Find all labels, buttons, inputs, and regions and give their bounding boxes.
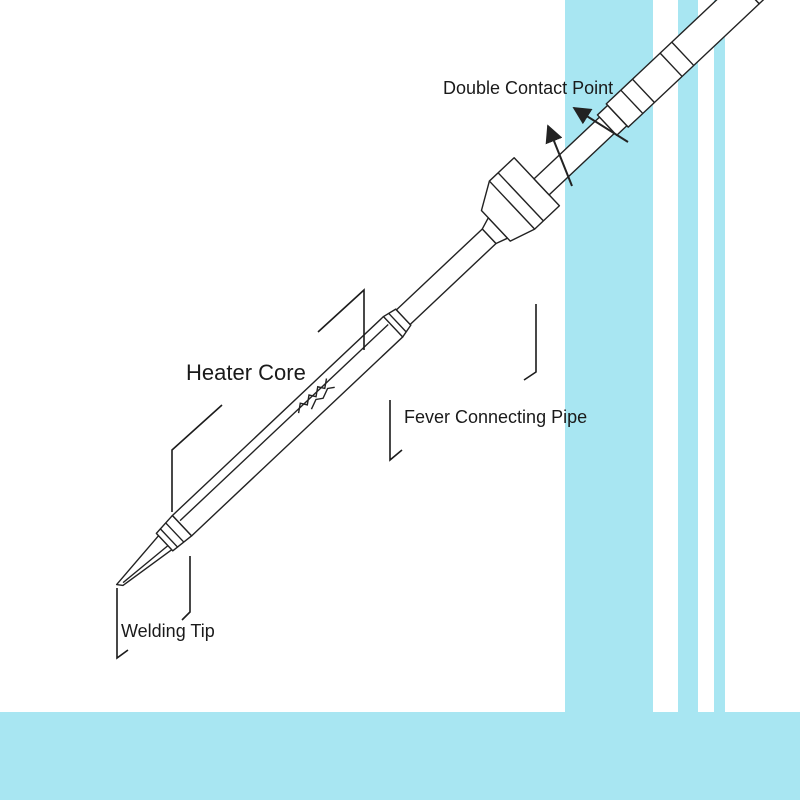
heater-core-highlight: [179, 323, 389, 522]
contact-point-arrows: [545, 107, 629, 187]
label-heater-core: Heater Core: [186, 360, 306, 385]
welding-tip-bracket-right: [181, 556, 191, 621]
logo-mark: [297, 378, 335, 414]
heater-core-bracket-top: [317, 288, 365, 350]
soldering-tip: [115, 0, 769, 587]
contact-ring-1: [620, 89, 644, 114]
label-welding-tip: Welding Tip: [121, 621, 215, 641]
arrow-to-contact-1: [545, 124, 573, 187]
label-fever-connecting-pipe: Fever Connecting Pipe: [404, 407, 587, 427]
welding-tip-edge: [122, 543, 170, 584]
tip-collar-ring-1: [159, 528, 179, 548]
fever-pipe-bracket-right: [523, 304, 537, 381]
arrow-to-contact-2: [572, 107, 629, 143]
blue-band-vertical-mid: [678, 0, 698, 800]
contact-ring-3: [659, 52, 683, 77]
contact-ring-2: [631, 78, 655, 103]
tip-collar-ring-2: [164, 522, 185, 543]
fever-connecting-pipe: [395, 228, 497, 326]
label-double-contact-point: Double Contact Point: [443, 78, 613, 98]
heater-core-bracket-bottom: [171, 404, 223, 512]
welding-tip-bracket-left: [116, 588, 129, 660]
blue-band-vertical-narrow: [714, 0, 725, 800]
blue-band-horizontal: [0, 712, 800, 800]
annotation-brackets: [116, 288, 537, 660]
grip-body-edge-2: [497, 172, 544, 222]
grip-body-edge-1: [488, 180, 536, 230]
heater-core-body: [171, 315, 404, 537]
fever-pipe-bracket-left: [389, 400, 403, 462]
contact-ring-4: [671, 41, 695, 66]
heater-core-end-ring-line: [388, 312, 407, 333]
